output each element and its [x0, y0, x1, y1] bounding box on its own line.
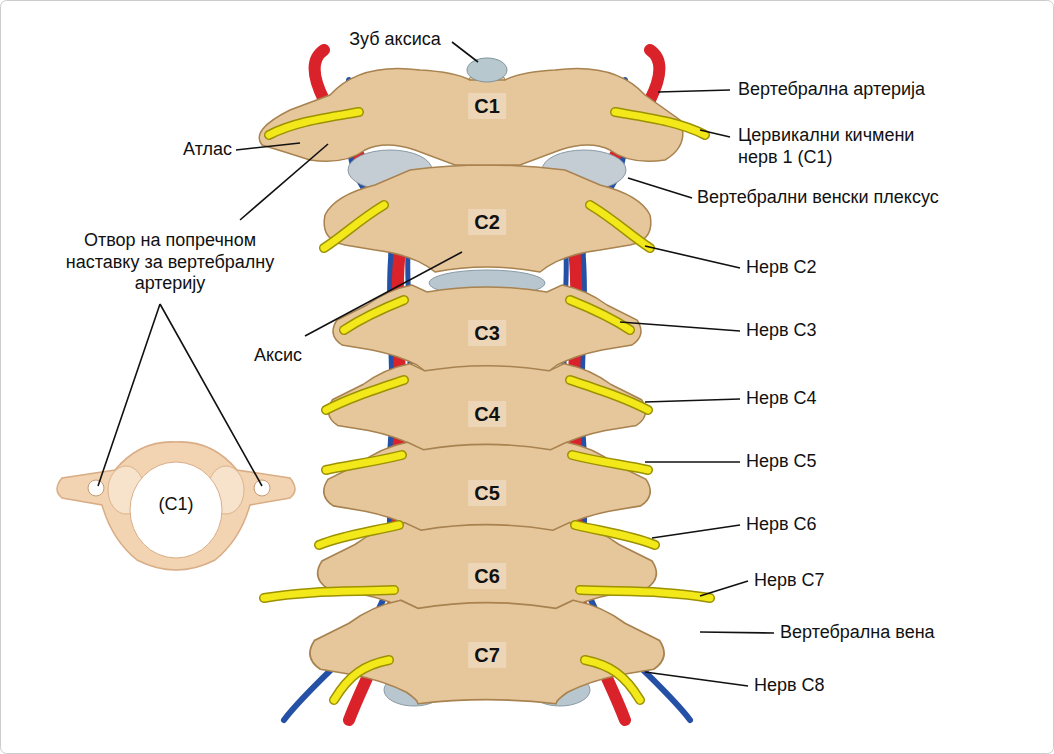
leader-line [700, 130, 730, 137]
part-label: Отвор на попречном наставку за вертебрал… [63, 230, 278, 295]
leader-line [652, 525, 740, 538]
part-label: Нерв C4 [746, 388, 817, 410]
vertebra [310, 600, 664, 704]
transverse-foramen [88, 480, 104, 496]
part-label: Нерв C5 [746, 451, 817, 473]
vertebra [333, 285, 641, 375]
part-label: Цервикални кичмени нерв 1 (C1) [738, 125, 938, 168]
leader-line [305, 252, 462, 336]
leader-line [628, 178, 692, 198]
part-label: (C1) [159, 494, 194, 516]
leader-line [98, 304, 262, 486]
vertebra-number: C3 [468, 320, 506, 346]
part-label: Нерв C6 [746, 514, 817, 536]
vertebra [328, 364, 645, 457]
leader-line [700, 632, 774, 633]
vertebra-number: C2 [468, 209, 506, 235]
leader-line [236, 143, 300, 150]
part-label: Вертебрални венски плексус [697, 187, 939, 209]
leader-line [620, 322, 740, 331]
part-label: Зуб аксиса [349, 29, 441, 51]
vertebra-number: C5 [468, 480, 506, 506]
leader-line [645, 399, 740, 402]
leader-line [658, 90, 730, 92]
vertebra-number: C1 [468, 93, 506, 119]
vertebra-number: C6 [468, 563, 506, 589]
vertebra-number: C4 [468, 401, 506, 427]
part-label: Вертебрална вена [780, 622, 935, 644]
leader-line [452, 42, 478, 62]
part-label: Нерв C3 [746, 320, 817, 342]
part-label: Вертебрална артерија [738, 79, 925, 101]
part-label: Атлас [183, 139, 232, 161]
leader-line [240, 144, 328, 220]
part-label: Нерв C2 [746, 257, 817, 279]
spinal-nerves [570, 112, 710, 700]
part-label: Нерв C7 [754, 570, 825, 592]
spinal-nerves [264, 112, 404, 700]
leader-line [645, 461, 740, 463]
vertebra-number: C7 [468, 642, 506, 668]
part-label: Аксис [254, 345, 302, 367]
part-label: Нерв C8 [754, 675, 825, 697]
leader-line [700, 581, 748, 596]
leader-line [645, 672, 748, 686]
vertebral-foramen [130, 462, 222, 558]
transverse-foramen [254, 480, 270, 496]
leader-line [645, 246, 740, 268]
atlas-top-view [57, 442, 295, 570]
dens-tip [467, 58, 507, 82]
